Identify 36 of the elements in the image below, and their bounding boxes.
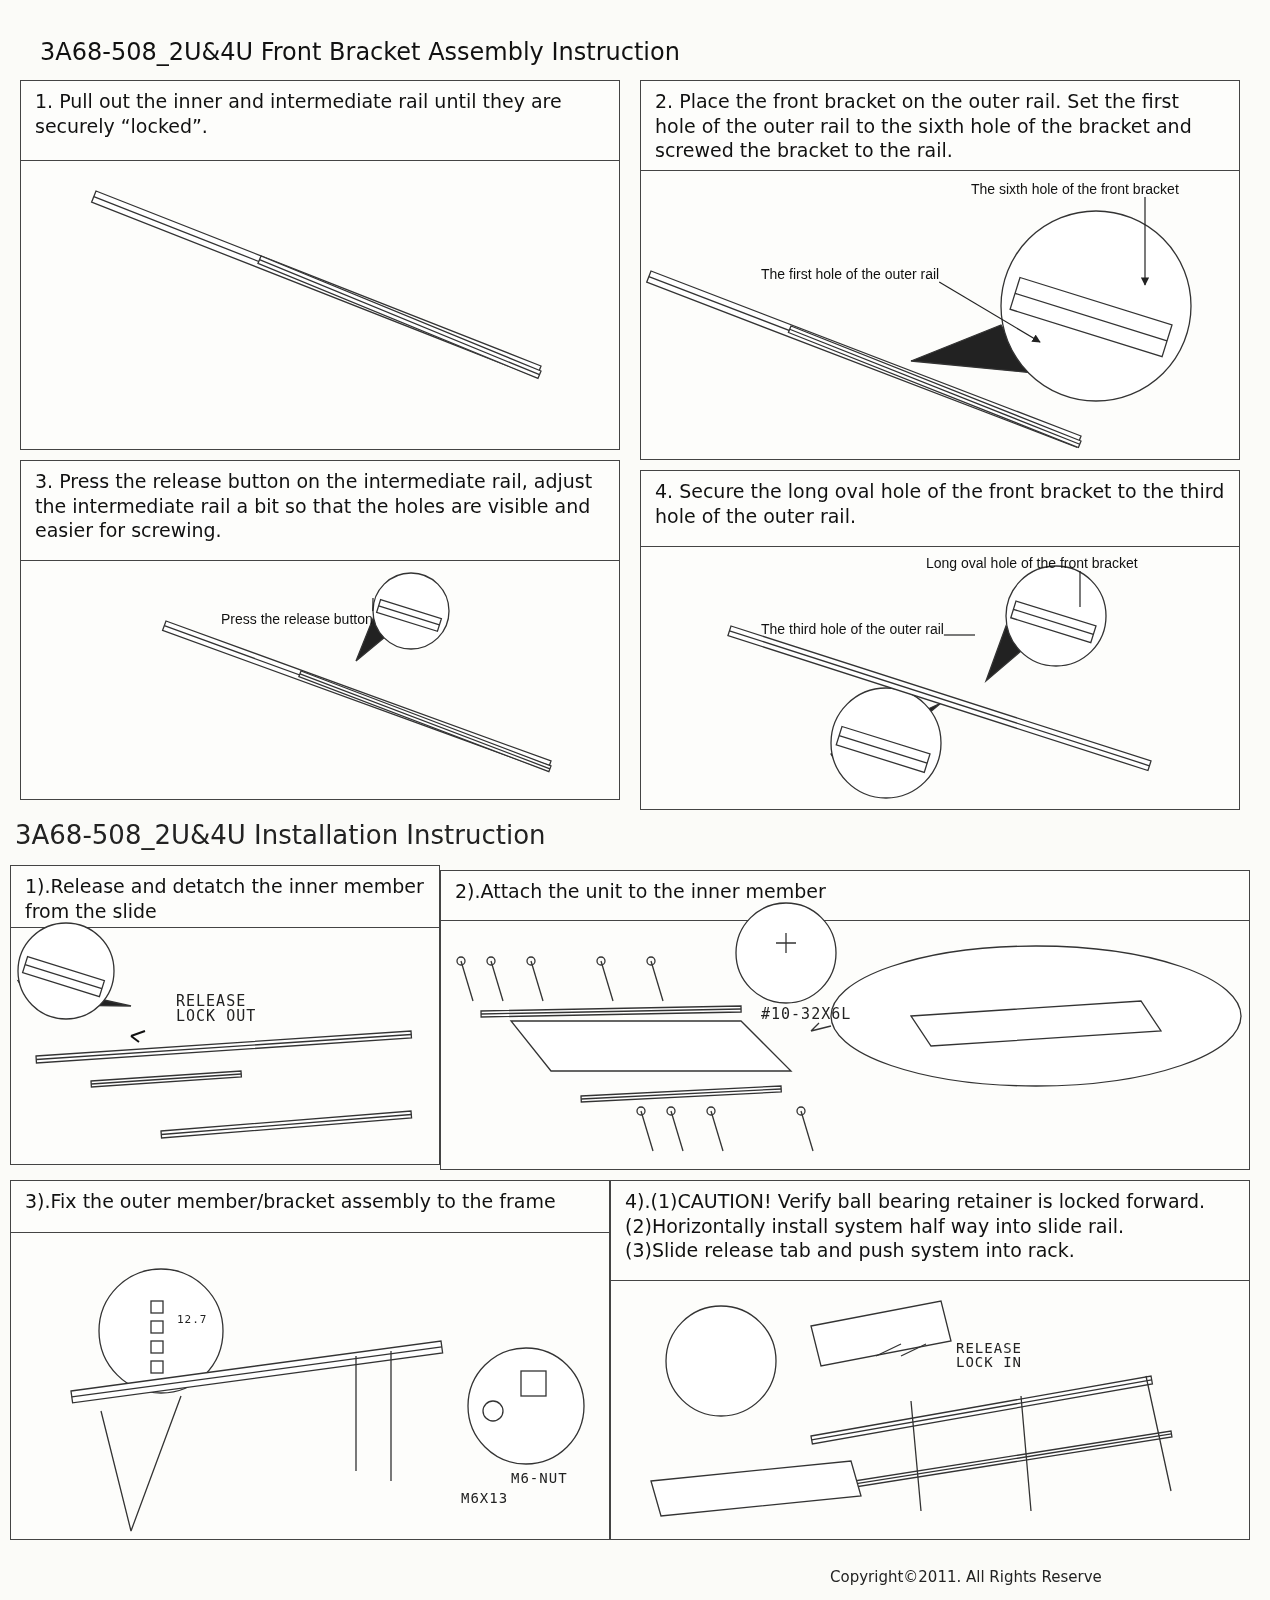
leader-line — [938, 281, 1041, 343]
section-heading: 3A68-508_2U&4U Installation Instruction — [15, 820, 546, 850]
step-panel — [440, 870, 1250, 1170]
callout-text: Long oval hole of the front bracket — [926, 555, 1138, 571]
leader-line — [1140, 196, 1150, 286]
page-title: 3A68-508_2U&4U Front Bracket Assembly Instruction — [40, 38, 680, 66]
step-instruction: 1. Pull out the inner and intermediate rail until they are securely “locked”. — [35, 89, 563, 139]
step-panel — [10, 1180, 610, 1540]
step-panel — [610, 1180, 1250, 1540]
drawing-label: M6-NUT — [511, 1471, 568, 1485]
step-panel — [20, 460, 620, 800]
step-instruction: 1).Release and detatch the inner member from the slide — [25, 874, 425, 924]
callout-text: The first hole of the outer rail — [761, 266, 940, 282]
leader-line — [943, 634, 976, 636]
step-panel — [10, 865, 440, 1165]
step-panel — [640, 80, 1240, 460]
copyright-note: Copyright©2011. All Rights Reserve — [830, 1568, 1102, 1586]
step-instruction: 4. Secure the long oval hole of the front bracket to the third hole of the outer rail. — [655, 479, 1225, 529]
leader-line — [1079, 570, 1081, 608]
leader-line — [372, 597, 374, 612]
step-instruction: (2)Horizontally install system half way into slide rail. — [625, 1213, 1126, 1239]
step-panel — [20, 80, 620, 450]
callout-text: The sixth hole of the front bracket — [971, 181, 1179, 197]
step-instruction: 3. Press the release button on the intermediate rail, adjust the intermediate rail a bit so that the holes are visible and easier for screwing. — [35, 469, 594, 544]
step-instruction: 2. Place the front bracket on the outer rail. Set the first hole of the outer rail to the sixth hole of the bracket and screwed the bracket to the rail. — [655, 89, 1193, 164]
step-instruction: (3)Slide release tab and push system into rack. — [625, 1238, 1076, 1264]
step-instruction: 2).Attach the unit to the inner member — [455, 879, 827, 904]
step-instruction: 4).(1)CAUTION! Verify ball bearing retainer is locked forward. — [625, 1189, 1207, 1214]
step-panel — [640, 470, 1240, 810]
callout-text: The third hole of the outer rail — [761, 621, 944, 637]
step-instruction: 3).Fix the outer member/bracket assembly to the frame — [25, 1189, 557, 1214]
drawing-label: RELEASE LOCK OUT — [176, 994, 258, 1024]
drawing-label: 12.7 — [177, 1314, 208, 1325]
drawing-label: RELEASE LOCK IN — [956, 1341, 1023, 1369]
drawing-label: M6X13 — [461, 1491, 509, 1505]
callout-text: Press the release button — [221, 611, 373, 627]
